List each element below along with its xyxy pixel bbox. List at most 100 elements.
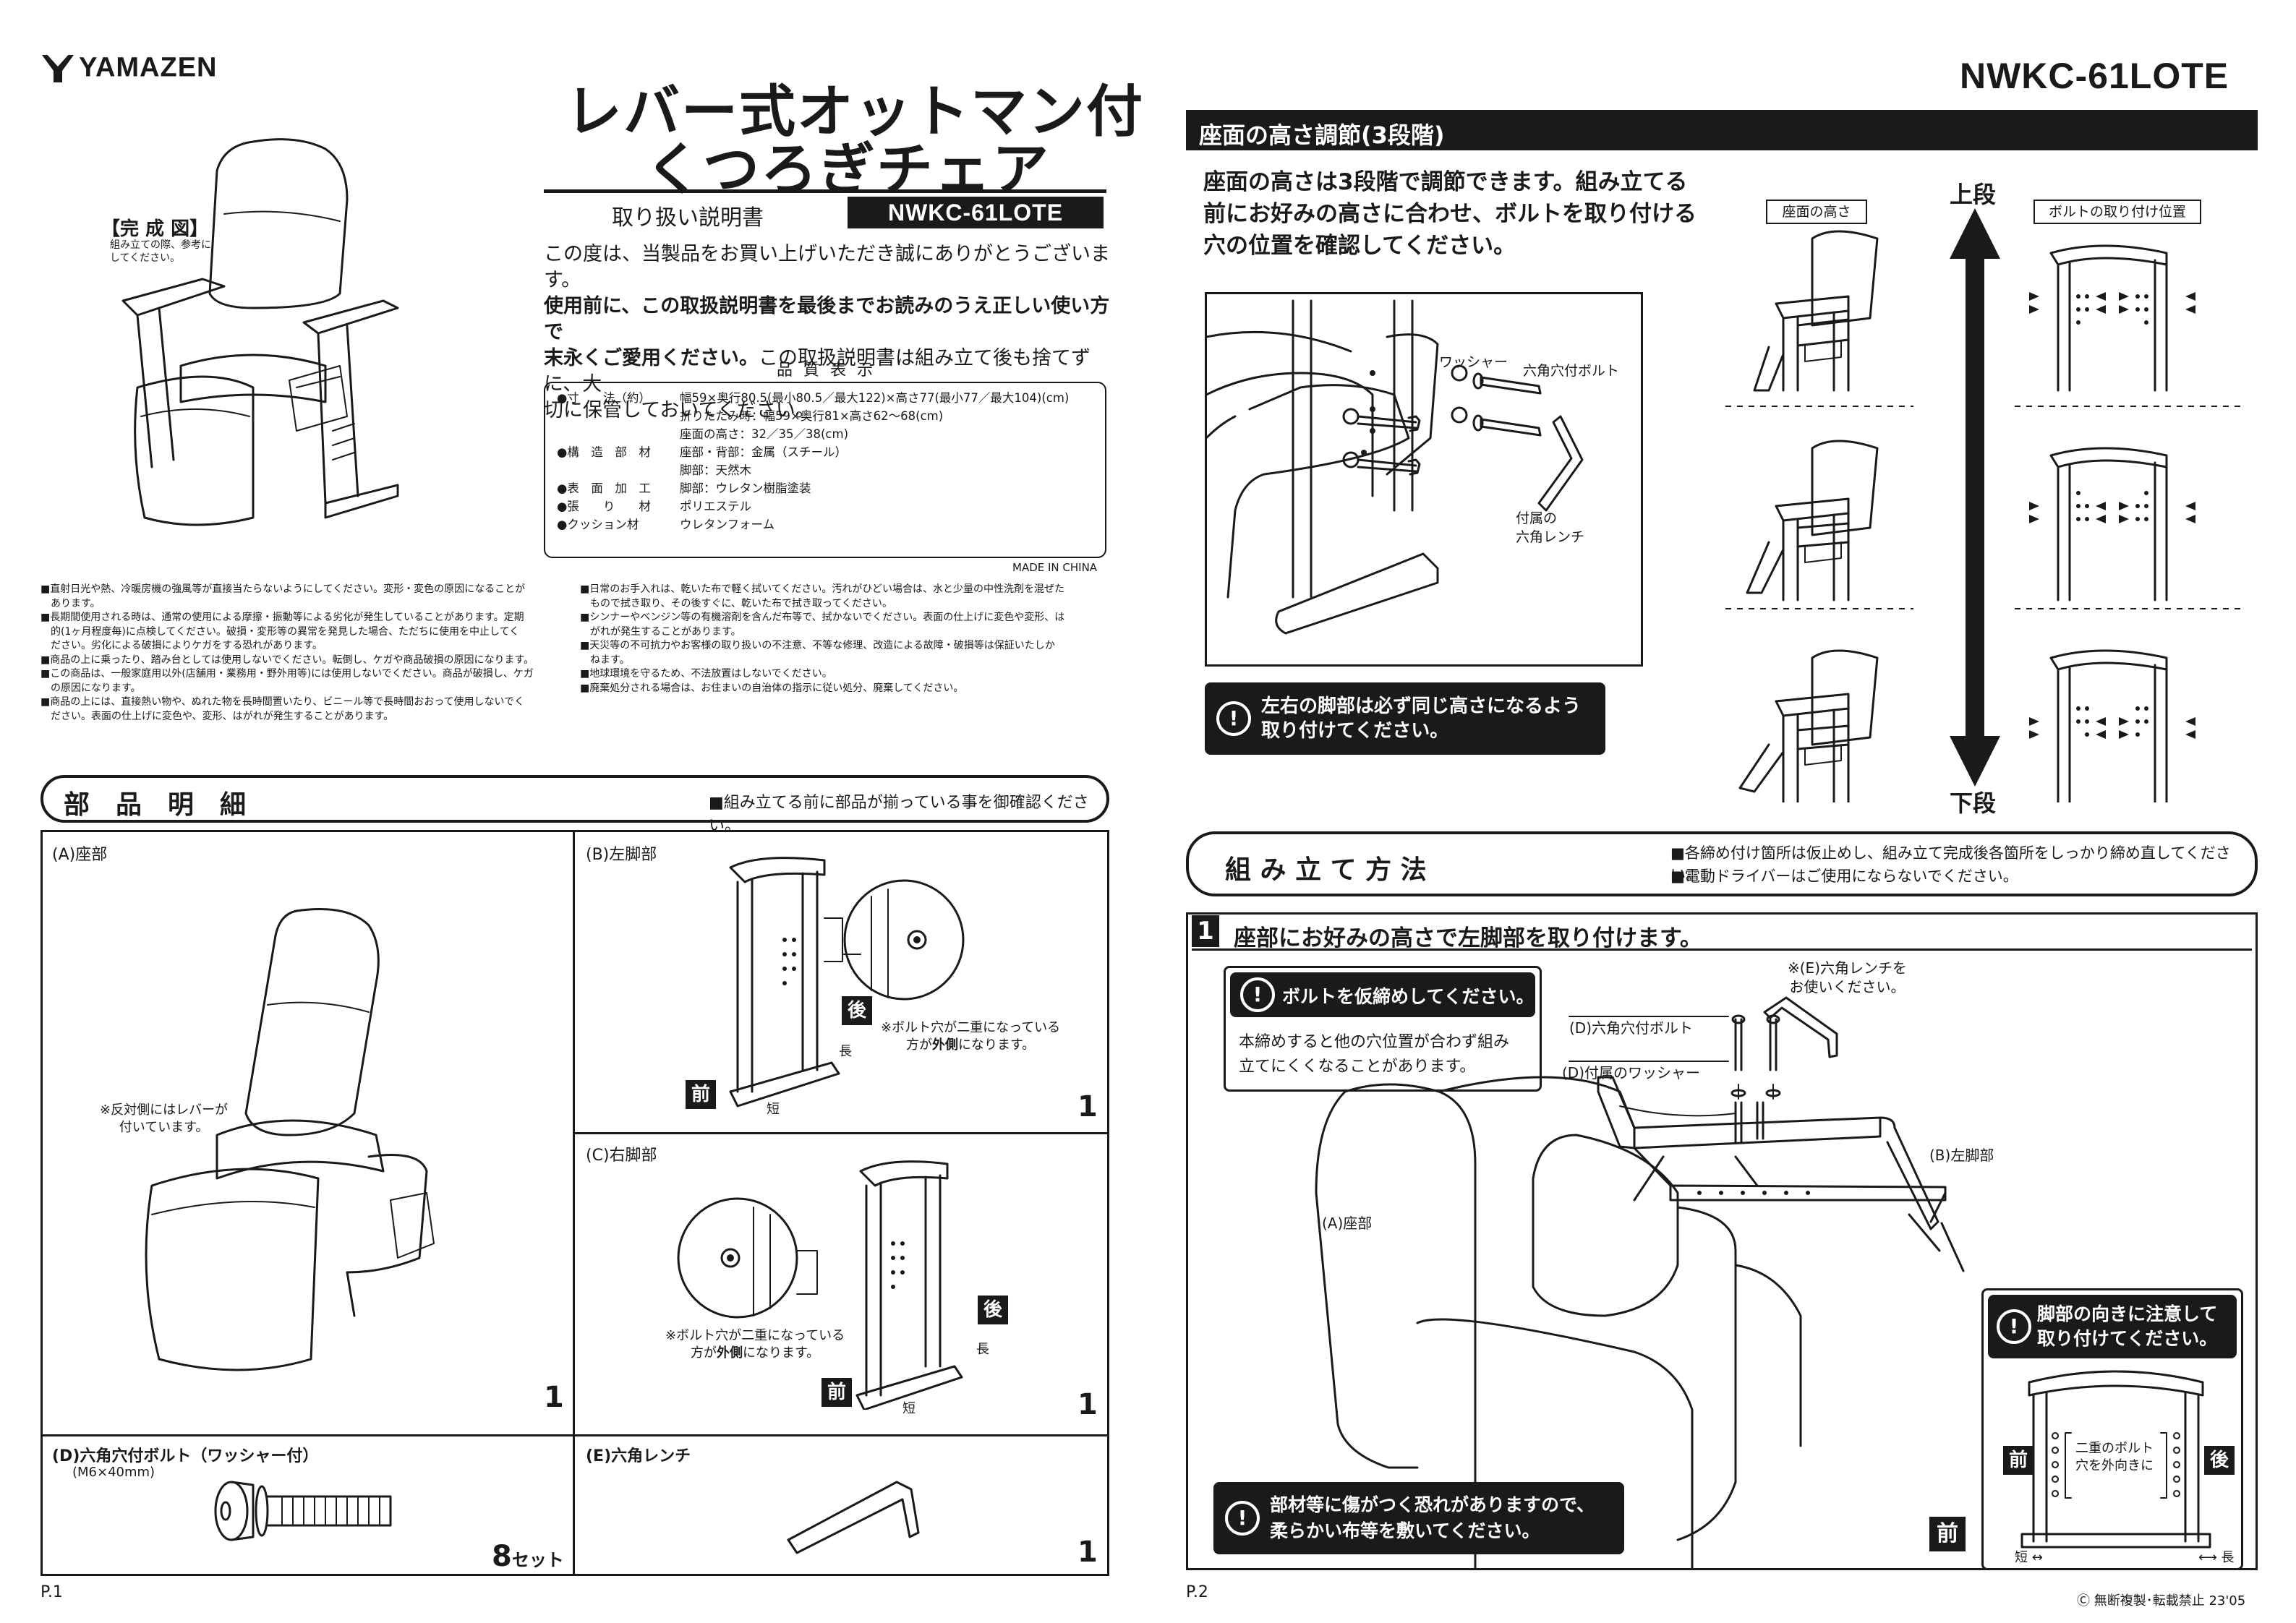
direction-long-text: 長 xyxy=(2221,1550,2235,1565)
step1-assembly-illustration xyxy=(1315,996,1965,1569)
warning-icon: ! xyxy=(1216,701,1251,736)
caution-line: ■天災等の不可抗力やお客様の取り扱いの不注意、不等な修理、改造による故障・破損等… xyxy=(580,640,1055,651)
step1-wrench-note: ※(E)六角レンチを お使いください。 xyxy=(1788,959,1907,995)
caution-line: ■この商品は、一般家庭用以外(店舗用・業務用・野外用等)には使用しないでください… xyxy=(40,668,534,680)
seat-height-bar: 座面の高さ調節(3段階) xyxy=(1186,110,2258,150)
part-c-back-tag: 後 xyxy=(978,1296,1008,1324)
quality-row-value: 座部・背部：金属（スチール） xyxy=(680,445,847,459)
bottom-level-label: 下段 xyxy=(1950,789,1997,817)
step1-seat-label: (A)座部 xyxy=(1322,1215,1373,1232)
quality-row-value: 脚部：ウレタン樹脂塗装 xyxy=(680,481,811,495)
part-c-label: (C)右脚部 xyxy=(586,1147,657,1165)
part-c-short: 短 xyxy=(902,1401,916,1416)
quality-row-label xyxy=(557,407,680,425)
short-arrow-icon: ↔ xyxy=(2031,1550,2043,1565)
caution-line: ■商品の上に乗ったり、踏み台としては使用しないでください。転倒し、ケガや商品破損… xyxy=(40,654,534,666)
step1-warn-text: ボルトを仮締めしてください。 xyxy=(1282,986,1535,1007)
part-b-long: 長 xyxy=(839,1044,852,1059)
bolt-insertion-illustration xyxy=(1206,299,1584,635)
caution-line: ■長期間使用される時は、通常の使用による摩擦・振動等による劣化が発生していること… xyxy=(40,612,524,623)
direction-detail-header: ! 脚部の向きに注意して 取り付けてください。 xyxy=(1988,1295,2237,1358)
direction-back-tag: 後 xyxy=(2204,1446,2235,1475)
caution-line: ねます。 xyxy=(580,654,630,666)
copyright: Ⓒ 無断複製･転載禁止 23'05 xyxy=(2077,1593,2246,1609)
manual-label: 取り扱い説明書 xyxy=(612,205,764,231)
top-level-label: 上段 xyxy=(1950,181,1997,208)
quality-row-value: ウレタンフォーム xyxy=(680,518,775,531)
part-b-qty: 1 xyxy=(1077,1090,1098,1123)
part-b-note-bold: 外側 xyxy=(931,1037,958,1053)
intro-line3-bold: 末永くご愛用ください。 xyxy=(544,347,759,369)
seat-height-diagrams xyxy=(1725,230,2246,802)
part-e-label: (E)六角レンチ xyxy=(586,1447,691,1465)
part-b-front-tag: 前 xyxy=(686,1080,716,1109)
parts-grid xyxy=(40,830,1109,1576)
direction-short-text: 短 xyxy=(2015,1550,2028,1565)
long-arrow-icon: ⟷ xyxy=(2198,1550,2217,1565)
quality-row: ●構 造 部 材座部・背部：金属（スチール） xyxy=(557,443,1093,461)
intro-line3-rest: この取扱説明書は組み立て後も捨てずに、大 xyxy=(544,347,1091,395)
step1-warn-box: ! ボルトを仮締めしてください。 本締めすると他の穴位置が合わず組み 立てにくく… xyxy=(1224,966,1542,1092)
direction-front-tag: 前 xyxy=(2003,1446,2033,1475)
completed-chair-illustration xyxy=(121,138,399,526)
caution-line: 的(1ヶ月程度毎)に点検してください。破損・変形等の異常を発見した場合、ただちに… xyxy=(40,625,520,638)
part-c-long: 長 xyxy=(976,1342,989,1357)
yamazen-mark-icon xyxy=(42,52,74,82)
quality-row-label: ●寸 法（約） xyxy=(557,391,651,405)
part-b-short: 短 xyxy=(767,1102,780,1117)
completed-note: 組み立ての際、参考に してください。 xyxy=(110,239,211,264)
parts-grid-hline-main xyxy=(40,1434,1109,1436)
wrench-label: 付属の 六角レンチ xyxy=(1516,510,1585,545)
caution-line: ■商品の上には、直接熱い物や、ぬれた物を長時間置いたり、ビニール等で長時間おおっ… xyxy=(40,696,525,708)
cloth-warning: ! 部材等に傷がつく恐れがありますので、 柔らかい布等を敷いてください。 xyxy=(1213,1482,1624,1554)
caution-line: あります。 xyxy=(40,597,101,609)
step1-warn-header: ! ボルトを仮締めしてください。 xyxy=(1230,972,1535,1017)
quality-row: ●寸 法（約） 幅59×奥行80.5(最小80.5／最大122)×高さ77(最小7… xyxy=(557,389,1093,407)
intro-line4: 切に保管しておいてください。 xyxy=(544,399,815,421)
brand-logo: YAMAZEN xyxy=(40,52,218,88)
intro-line1: この度は、当製品をお買い上げいただき誠にありがとうございます。 xyxy=(544,243,1110,291)
part-d-qty-num: 8 xyxy=(492,1540,512,1573)
part-c-qty: 1 xyxy=(1077,1388,1098,1421)
quality-row-label: ●張 り 材 xyxy=(557,500,651,513)
quality-row-label: ●表 面 加 工 xyxy=(557,481,651,495)
direction-detail-box: ! 脚部の向きに注意して 取り付けてください。 xyxy=(1981,1288,2243,1570)
quality-row-label: ●クッション材 xyxy=(557,518,639,531)
part-a-seat-illustration xyxy=(145,908,435,1371)
cautions-left: ■直射日光や熱、冷暖房機の強風等が直接当たらないようにしてください。変形・変色の… xyxy=(40,583,568,724)
seat-height-heading: 座面の高さ調節(3段階) xyxy=(1199,121,1445,149)
part-b-note: ※ボルト穴が二重になっている 方が外側になります。 xyxy=(881,1019,1060,1054)
step1-number: 1 xyxy=(1192,915,1219,947)
quality-row-value: 座面の高さ：32／35／38(cm) xyxy=(680,427,849,441)
caution-line: ださい。表面の仕上げに変色や、変形、はがれが発生することがあります。 xyxy=(40,710,394,722)
model-badge-text: NWKC-61LOTE xyxy=(887,200,1064,226)
parts-grid-hline-b xyxy=(573,1132,1109,1134)
direction-short: 短 ↔ xyxy=(2015,1547,2043,1566)
caution-line: ■シンナーやベンジン等の有機溶剤を含んだ布等で、拭かないでください。表面の仕上げ… xyxy=(580,612,1065,623)
brand-name: YAMAZEN xyxy=(79,52,218,83)
parts-grid-vline xyxy=(573,830,575,1576)
part-e-wrench-illustration xyxy=(787,1481,920,1554)
product-title-line2: くつろぎチェア xyxy=(645,137,1051,202)
model-heading: NWKC-61LOTE xyxy=(1960,56,2229,96)
bolt-position-tag: ボルトの取り付け位置 xyxy=(2033,200,2201,224)
part-c-note-text: ※ボルト穴が二重になっている 方が xyxy=(665,1328,845,1361)
part-d-label: (D)六角穴付ボルト（ワッシャー付） xyxy=(52,1447,319,1465)
page-number-1: P.1 xyxy=(40,1583,63,1601)
parts-heading: 部 品 明 細 xyxy=(64,790,247,820)
step1-number-text: 1 xyxy=(1197,917,1214,946)
seat-height-text3: 穴の位置を確認してください。 xyxy=(1203,233,1516,259)
part-a-label: (A)座部 xyxy=(52,846,108,864)
bolt-position-tag-text: ボルトの取り付け位置 xyxy=(2048,204,2186,220)
step1-title-rule xyxy=(1192,948,2252,951)
part-d-bolt-illustration xyxy=(214,1481,392,1541)
quality-row-value: 幅59×奥行80.5(最小80.5／最大122)×高さ77(最小77／最大104… xyxy=(680,391,1070,405)
part-c-note: ※ボルト穴が二重になっている 方が外側になります。 xyxy=(665,1327,845,1362)
step1-warn-body: 本締めすると他の穴位置が合わず組み 立てにくくなることがあります。 xyxy=(1239,1033,1510,1076)
assembly-heading-bar: 組 み 立 て 方 法 ■各締め付け箇所は仮止めし、組み立て完成後各箇所をしっか… xyxy=(1186,831,2258,896)
quality-row: ●張 り 材ポリエステル xyxy=(557,497,1093,515)
cloth-warning-icon: ! xyxy=(1225,1501,1260,1536)
assembly-heading: 組 み 立 て 方 法 xyxy=(1225,855,1427,885)
caution-line: ■日常のお手入れは、乾いた布で軽く拭いてください。汚れがひどい場合は、水と少量の… xyxy=(580,583,1064,595)
quality-rows: ●寸 法（約） 幅59×奥行80.5(最小80.5／最大122)×高さ77(最小7… xyxy=(557,389,1093,534)
